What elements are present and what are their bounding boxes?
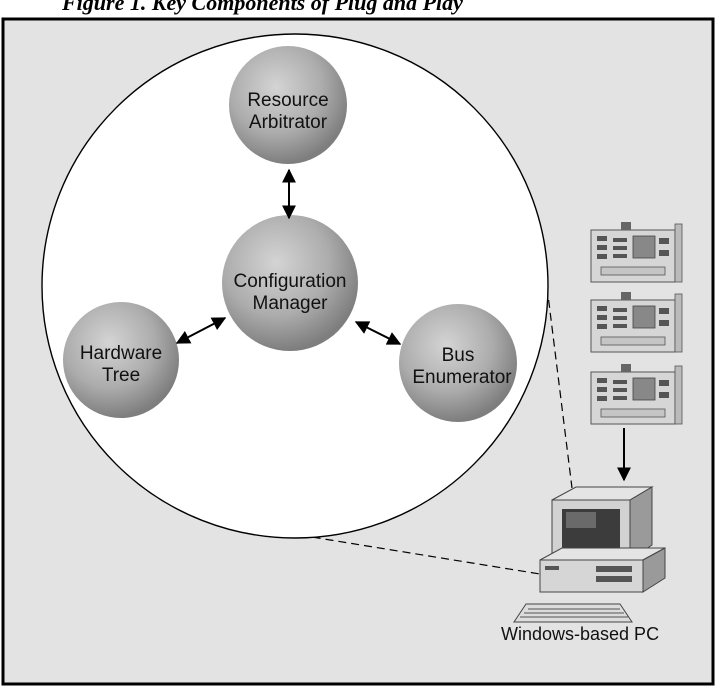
- bus-enumerator-label-1: Bus: [442, 345, 475, 366]
- expansion-card-icon: [590, 364, 683, 425]
- hardware-tree-node: [63, 302, 179, 418]
- hardware-tree-label-2: Tree: [102, 365, 140, 386]
- bus-enumerator-label-2: Enumerator: [412, 367, 512, 388]
- figure-caption: Figure 1. Key Components of Plug and Pla…: [62, 0, 463, 15]
- bus-enumerator-node: [399, 304, 517, 422]
- expansion-card-icon: [590, 292, 683, 353]
- resource-arbitrator-label-1: Resource: [247, 90, 328, 111]
- configuration-manager-label-2: Manager: [253, 293, 329, 314]
- configuration-manager-label-1: Configuration: [233, 271, 346, 292]
- hardware-tree-label-1: Hardware: [80, 343, 162, 364]
- resource-arbitrator-node: [229, 46, 347, 164]
- computer-icon: [513, 486, 666, 623]
- double-arrow-icon: [354, 321, 402, 345]
- zoom-line-bottom: [286, 532, 541, 575]
- configuration-manager-node: [222, 215, 358, 351]
- double-arrow-icon: [175, 317, 227, 344]
- expansion-card-icon: [590, 222, 683, 283]
- pc-label: Windows-based PC: [501, 624, 659, 644]
- zoom-line-top: [546, 286, 573, 489]
- resource-arbitrator-label-2: Arbitrator: [249, 112, 328, 133]
